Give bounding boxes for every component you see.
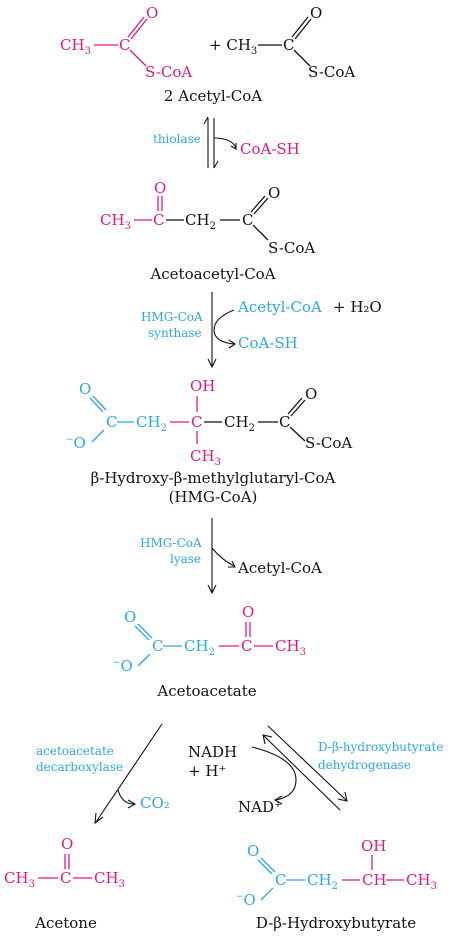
svg-text:O: O	[154, 179, 166, 197]
svg-text:CH3: CH3	[190, 447, 221, 468]
svg-text:CH2: CH2	[224, 413, 255, 434]
co2-product: CO₂	[140, 794, 170, 812]
hmg-coa-label: β-Hydroxy-β-methylglutaryl-CoA	[91, 469, 336, 487]
svg-text:O: O	[242, 603, 254, 621]
svg-text:CH2: CH2	[307, 871, 338, 892]
svg-text:−O: −O	[236, 891, 256, 909]
water-input: + H₂O	[333, 298, 382, 316]
acetyl-coa-input: Acetyl-CoA	[237, 298, 322, 316]
decarboxylase-enzyme-line1: acetoacetate	[36, 744, 114, 758]
acetyl-coa-black: + CH3 C O S-CoA	[209, 4, 355, 81]
svg-text:C: C	[119, 36, 130, 54]
coash-product-1: CoA-SH	[240, 140, 300, 158]
svg-text:O: O	[124, 608, 136, 626]
svg-text:−O: −O	[113, 657, 133, 675]
svg-text:O: O	[247, 842, 259, 860]
svg-text:CH: CH	[362, 871, 387, 889]
svg-text:C: C	[241, 637, 252, 655]
svg-text:OH: OH	[190, 377, 215, 395]
svg-text:CH3: CH3	[4, 869, 35, 890]
hmg-coa-synthase-enzyme-line1: HMG-CoA	[141, 310, 203, 324]
svg-text:CH3: CH3	[100, 211, 131, 232]
svg-text:CH2: CH2	[184, 637, 215, 658]
acetoacetyl-coa: CH3 C O CH2 C O S-CoA	[100, 179, 315, 257]
dehydrogenase-enzyme-line1: D-β-hydroxybutyrate	[318, 740, 443, 754]
decarboxylase-enzyme-line2: decarboxylase	[36, 760, 123, 774]
svg-text:C: C	[283, 36, 294, 54]
svg-text:OH: OH	[361, 837, 386, 855]
coash-product-2: CoA-SH	[238, 334, 298, 352]
svg-text:S-CoA: S-CoA	[268, 239, 315, 257]
svg-text:CH3: CH3	[94, 869, 125, 890]
svg-text:−O: −O	[66, 434, 86, 452]
acetoacetyl-coa-label: Acetoacetyl-CoA	[149, 265, 275, 283]
acetoacetate-structure: O C −O CH2 C O CH3	[113, 603, 306, 675]
acetone-label: Acetone	[34, 914, 97, 932]
decarboxylase-arrow	[94, 723, 163, 825]
svg-text:C: C	[152, 637, 163, 655]
h-plus-cofactor: + H⁺	[188, 762, 226, 780]
hmg-coa-synthase-arrow	[207, 292, 236, 369]
acetone-structure: CH3 C O CH3	[4, 835, 125, 890]
thiolase-reaction-arrow	[203, 116, 237, 169]
svg-text:O: O	[268, 184, 280, 202]
acetyl-coa-output: Acetyl-CoA	[237, 559, 322, 577]
svg-text:O: O	[146, 4, 158, 22]
acetyl-coa-label: 2 Acetyl-CoA	[164, 87, 262, 105]
svg-text:O: O	[310, 4, 322, 22]
hmg-coa-synthase-enzyme-line2: synthase	[148, 326, 202, 340]
svg-text:C: C	[191, 413, 202, 431]
svg-text:O: O	[305, 385, 317, 403]
svg-text:C: C	[242, 211, 253, 229]
acetyl-coa-pink: CH3 C O S-CoA	[60, 4, 192, 81]
hydroxybutyrate-structure: O C −O CH2 CH OH CH3	[236, 837, 437, 909]
svg-text:C: C	[275, 871, 286, 889]
acetoacetate-label: Acetoacetate	[156, 682, 256, 700]
dehydrogenase-enzyme-line2: dehydrogenase	[318, 758, 411, 772]
nad-plus-product: NAD⁺	[238, 798, 282, 816]
svg-text:S-CoA: S-CoA	[145, 63, 192, 81]
hmg-coa-lyase-enzyme-line1: HMG-CoA	[140, 536, 202, 550]
svg-text:C: C	[153, 211, 164, 229]
svg-text:C: C	[279, 413, 290, 431]
svg-text:CH2: CH2	[136, 413, 167, 434]
svg-text:S-CoA: S-CoA	[308, 63, 355, 81]
thiolase-enzyme: thiolase	[153, 132, 201, 146]
svg-text:CH3: CH3	[406, 871, 437, 892]
hmg-coa-abbrev: (HMG-CoA)	[169, 488, 258, 506]
svg-text:C: C	[106, 413, 117, 431]
nadh-cofactor: NADH	[188, 743, 237, 761]
hmg-coa-lyase-arrow	[207, 518, 236, 595]
svg-text:CH3: CH3	[275, 637, 306, 658]
hydroxybutyrate-label: D-β-Hydroxybutyrate	[256, 914, 416, 932]
svg-text:O: O	[61, 835, 73, 853]
hmg-coa-structure: O C −O CH2 C OH CH3 CH2 C O S-CoA	[66, 377, 352, 468]
svg-text:C: C	[60, 869, 71, 887]
svg-text:+ CH3: + CH3	[209, 36, 257, 57]
hmg-coa-lyase-enzyme-line2: lyase	[170, 552, 201, 566]
svg-text:CH2: CH2	[185, 211, 216, 232]
svg-text:O: O	[79, 380, 91, 398]
svg-text:S-CoA: S-CoA	[305, 434, 352, 452]
dehydrogenase-arrows	[251, 725, 348, 811]
svg-text:CH3: CH3	[60, 36, 91, 57]
